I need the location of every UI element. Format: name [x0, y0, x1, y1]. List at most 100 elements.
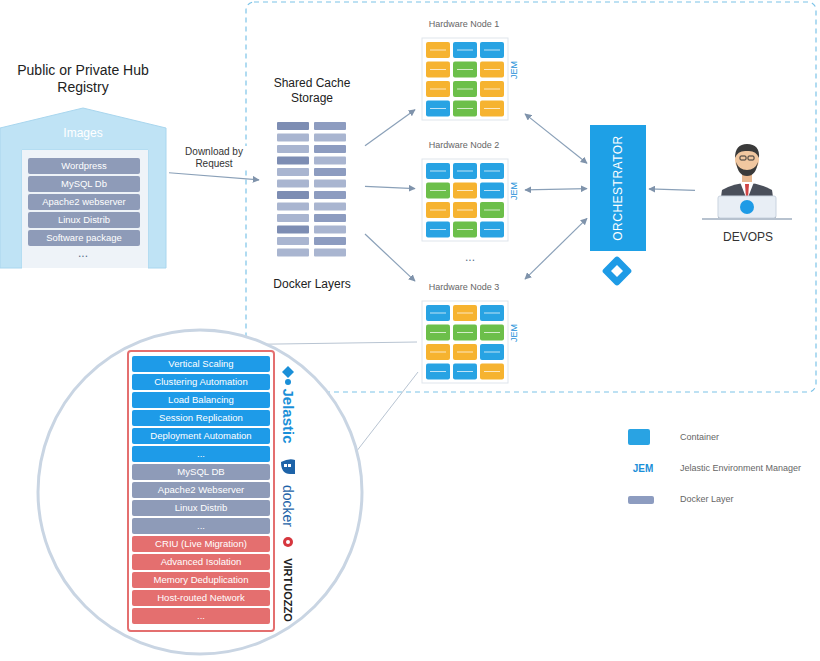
docker-layer [314, 191, 346, 199]
image-box: Software package [28, 230, 140, 246]
edge-label: Download by Request [177, 146, 251, 170]
container-stripe [457, 332, 473, 333]
registry-title: Public or Private Hub Registry [0, 62, 166, 96]
box-text: MySQL Db [28, 176, 140, 192]
container-stripe [430, 332, 446, 333]
legend-swatch [628, 429, 650, 445]
hardware-node: Hardware Node 3JEM [418, 281, 522, 385]
container-stripe [484, 229, 500, 230]
stack-layer-box: Deployment Automation [132, 428, 270, 444]
container-stripe [430, 108, 446, 109]
container-stripe [484, 50, 500, 51]
container [426, 344, 450, 360]
container-stripe [430, 352, 446, 353]
container-stripe [484, 89, 500, 90]
docker-layer [314, 237, 346, 245]
container [426, 62, 450, 78]
container [426, 222, 450, 238]
container-stripe [484, 210, 500, 211]
virtuozzo-icon [283, 537, 293, 547]
container-stripe [484, 313, 500, 314]
jem-label: JEM [509, 182, 519, 200]
container-stripe [484, 332, 500, 333]
container [453, 325, 477, 341]
container [480, 364, 504, 380]
container [453, 183, 477, 199]
docker-layer [314, 157, 346, 165]
hardware-node: Hardware Node 2 JEM [418, 139, 522, 243]
images-heading: Images [0, 126, 166, 140]
container-stripe [484, 69, 500, 70]
image-box: Wordpress [28, 158, 140, 174]
node-frame [422, 301, 508, 383]
container-stripe [484, 352, 500, 353]
container [480, 305, 504, 321]
stack-layer-box: Advanced Isolation [132, 554, 270, 570]
container-stripe [484, 108, 500, 109]
box-text: Memory Deduplication [132, 572, 270, 588]
docker-layer [314, 134, 346, 142]
container-stripe [457, 171, 473, 172]
devops-label: DEVOPS [698, 230, 798, 244]
image-box: Linux Distrib [28, 212, 140, 228]
legend-text: Container [680, 432, 719, 442]
container [453, 81, 477, 97]
container [426, 202, 450, 218]
box-text: ... [132, 608, 270, 624]
connector [649, 189, 695, 190]
docker-layer [277, 203, 309, 211]
legend-sample: JEM [631, 463, 655, 474]
stack-panel [128, 351, 274, 631]
docker-layer [277, 134, 309, 142]
docker-layer [277, 249, 309, 257]
box-text: Software package [28, 230, 140, 246]
docker-layer [314, 203, 346, 211]
container [426, 325, 450, 341]
connector [365, 234, 415, 281]
container-stripe [457, 210, 473, 211]
brand-label: Jelastic [280, 388, 297, 443]
container [426, 364, 450, 380]
connector [365, 110, 415, 146]
stack-layer-box: Vertical Scaling [132, 356, 270, 372]
container-stripe [430, 50, 446, 51]
docker-layer [277, 237, 309, 245]
ellipsis: ... [68, 246, 98, 260]
stack-layer-box: CRIU (Live Migration) [132, 536, 270, 552]
container-stripe [430, 89, 446, 90]
node-title: Hardware Node 2 [418, 139, 510, 151]
connector [525, 218, 587, 279]
ellipsis: ... [455, 250, 485, 264]
container [426, 101, 450, 117]
docker-layer [277, 157, 309, 165]
box-text: ... [132, 446, 270, 462]
box-text: Apache2 Webserver [132, 482, 270, 498]
container [426, 305, 450, 321]
cache-heading: Shared Cache Storage [262, 76, 362, 106]
jem-label: JEM [509, 324, 519, 342]
stack-layer-box: ... [132, 608, 270, 624]
container [426, 81, 450, 97]
box-text: Linux Distrib [132, 500, 270, 516]
orchestrator-label: ORCHESTRATOR [611, 135, 625, 241]
container [426, 42, 450, 58]
container-stripe [457, 371, 473, 372]
node-frame [422, 38, 508, 120]
legend-swatch [628, 496, 654, 504]
docker-layer [277, 122, 309, 130]
brand-label: VIRTUOZZO [282, 558, 294, 622]
stack-layer-box: MySQL DB [132, 464, 270, 480]
container-stripe [430, 210, 446, 211]
container [480, 202, 504, 218]
devops-figure: DEVOPS [698, 140, 798, 244]
box-text: Session Replication [132, 410, 270, 426]
connector [525, 189, 587, 190]
container-stripe [430, 171, 446, 172]
connector [525, 114, 587, 163]
docker-layer [314, 249, 346, 257]
container-stripe [457, 313, 473, 314]
container-stripe [430, 229, 446, 230]
container [426, 163, 450, 179]
stack-layer-box: ... [132, 446, 270, 462]
node-title: Hardware Node 1 [418, 18, 510, 30]
